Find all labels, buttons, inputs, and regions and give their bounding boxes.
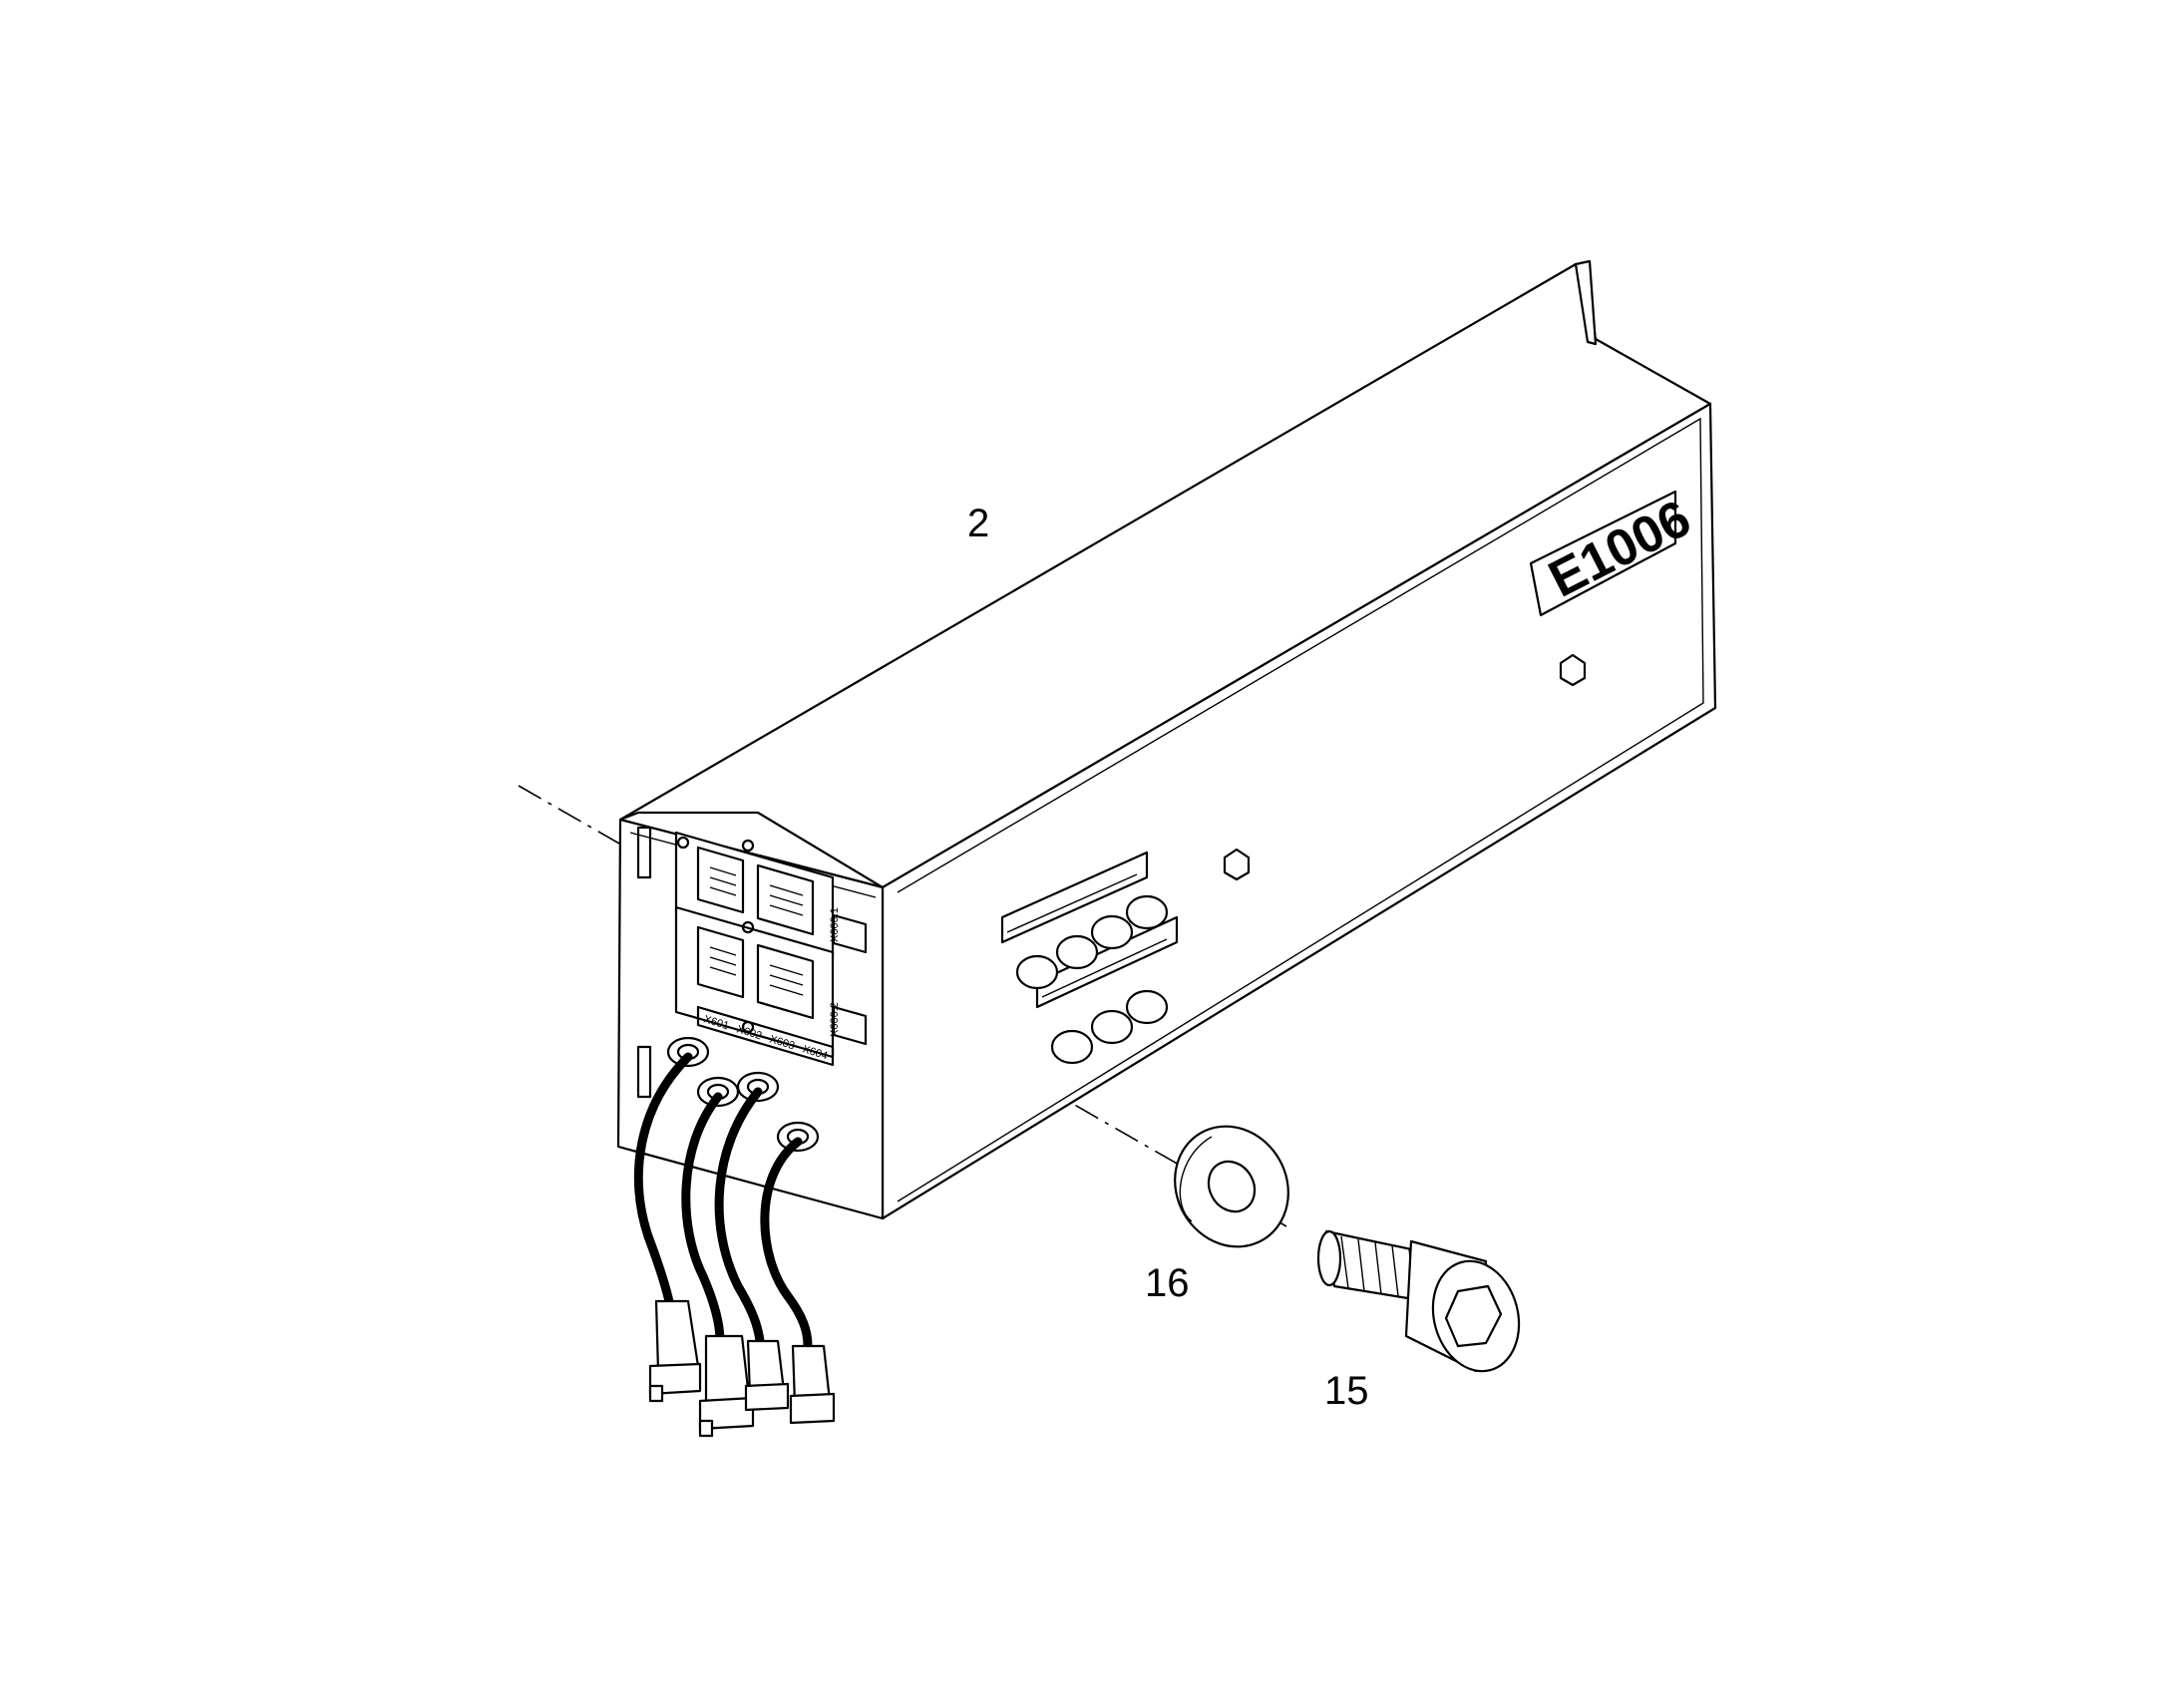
housing-part-2: E1006 <box>616 259 1717 1220</box>
plug-connector <box>789 1344 836 1425</box>
fuse-terminal-group <box>1000 851 1179 1065</box>
callout-screw: 15 <box>1324 1369 1369 1413</box>
connector-label-x600-1: X600.1 <box>829 907 841 942</box>
cap-nut <box>1223 848 1251 881</box>
cable-gland-group <box>666 1036 820 1153</box>
cap-screw-part-15 <box>1316 1229 1521 1373</box>
connector-pin-grid <box>709 866 804 996</box>
callout-washer: 16 <box>1145 1261 1190 1305</box>
washer-part-16 <box>1174 1125 1289 1248</box>
plug-connector <box>648 1299 702 1403</box>
connector-label-x600-2: X600.2 <box>829 1002 841 1037</box>
connector-plate-x600-2 <box>674 905 835 1059</box>
cable-harness <box>633 1052 813 1351</box>
cap-nut <box>1559 653 1587 687</box>
plug-connector <box>744 1339 790 1412</box>
plug-connector <box>698 1334 755 1438</box>
callout-housing: 2 <box>967 502 989 545</box>
